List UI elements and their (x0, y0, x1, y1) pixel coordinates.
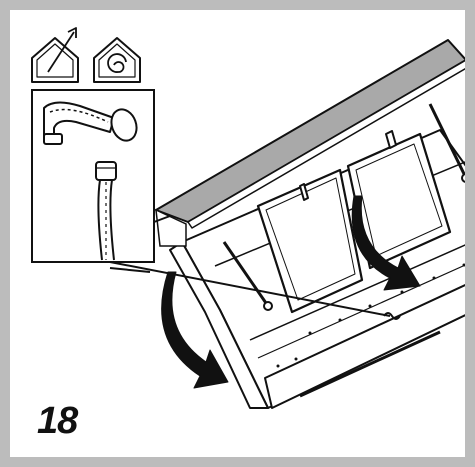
shower-head-arm (43, 101, 115, 139)
arrow-curved-down-right (351, 195, 421, 291)
house-2-inner (98, 43, 136, 78)
extraction-arrow-head (67, 27, 77, 38)
shower-head-icon (43, 101, 138, 145)
strut-fitting-2 (461, 173, 465, 183)
hose-line-left (97, 179, 103, 261)
connector-hook (383, 312, 401, 320)
detail-leader-line-top (153, 215, 171, 223)
house-1-outline (31, 37, 79, 83)
hood-side-panel (169, 241, 269, 409)
shower-head-connector (43, 133, 63, 145)
hose-icon (95, 161, 117, 261)
gas-strut-right (428, 103, 465, 179)
grease-filter-left (256, 168, 364, 314)
recirculation-swirl (107, 53, 127, 73)
hood-front-bar (264, 284, 465, 409)
detail-leader-line-bottom (109, 261, 391, 317)
arrow-curved-down-left (161, 271, 229, 389)
grease-filter-left-inner (265, 177, 356, 301)
hose-line-right (109, 179, 115, 261)
filter-clip-1 (299, 183, 309, 201)
detail-inset (31, 89, 391, 317)
hood-lower-rail-2 (257, 264, 465, 359)
house-1-inner (36, 43, 74, 78)
extraction-arrow (47, 31, 75, 73)
hood-lower-rail (249, 244, 465, 341)
movement-arrows (161, 195, 421, 389)
cooker-hood (169, 103, 465, 409)
step-number: 18 (37, 400, 78, 442)
glass-panel (155, 39, 465, 247)
strut-fitting-1 (263, 301, 273, 311)
detail-leader-line-mid (109, 267, 151, 273)
house-extraction-mode-icon (31, 27, 79, 83)
grease-filter-right-inner (355, 143, 443, 257)
filter-clip-2 (385, 130, 397, 149)
illustration-canvas (31, 27, 465, 409)
hose-nut (95, 161, 117, 181)
glass-panel-surface (155, 39, 465, 223)
house-recirculation-mode-icon (93, 37, 141, 83)
shower-head-dashes (49, 108, 109, 123)
hood-front-slot (299, 330, 441, 398)
house-2-outline (93, 37, 141, 83)
gas-strut-left (222, 241, 270, 307)
shower-head-face (110, 108, 138, 142)
hood-screw-row (276, 263, 465, 368)
glass-panel-edge (187, 59, 465, 229)
